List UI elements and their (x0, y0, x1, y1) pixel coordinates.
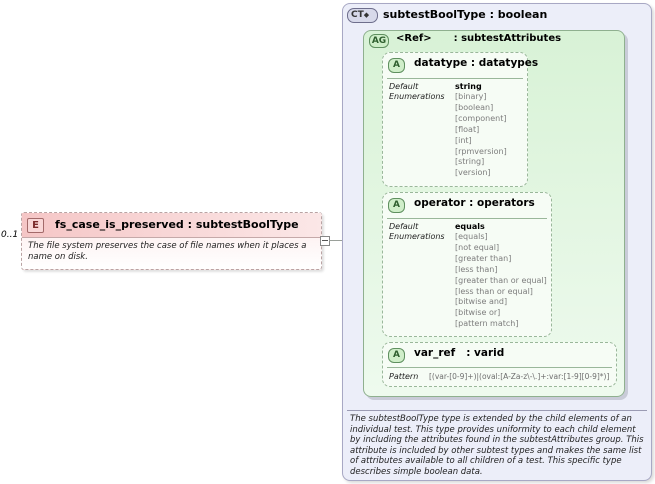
element-header: E fs_case_is_preserved : subtestBoolType (22, 213, 321, 238)
default-label: Default (389, 222, 419, 231)
enum-item: [bitwise or] (455, 308, 501, 318)
attribute-group-name: : subtestAttributes (453, 33, 562, 44)
enum-item: [pattern match] (455, 319, 519, 329)
complex-type-badge: CT◆ (347, 8, 378, 23)
enum-item: [greater than or equal] (455, 275, 547, 285)
attribute-group-badge: AG (369, 34, 389, 48)
enum-item: [rpmversion] (455, 146, 507, 156)
occurrence-label: 0..1 (1, 230, 19, 240)
pattern-value: [(var-[0-9]+)|(oval:[A-Za-z\-\.]+:var:[1… (429, 372, 610, 381)
attribute-badge: A (388, 348, 405, 363)
element-title: fs_case_is_preserved : subtestBoolType (55, 218, 299, 231)
attribute-datatype[interactable]: A datatype : datatypes Default Enumerati… (382, 52, 538, 187)
connector-line (329, 240, 342, 241)
pattern-label: Pattern (389, 372, 419, 381)
divider (347, 410, 647, 411)
collapse-icon[interactable] (320, 236, 330, 246)
enum-item: [less than or equal] (455, 286, 533, 296)
enum-item: [equals] (455, 232, 488, 241)
element-box[interactable]: E fs_case_is_preserved : subtestBoolType… (21, 212, 322, 270)
enum-item: [int] (455, 135, 472, 145)
enumerations-label: Enumerations (389, 92, 445, 101)
enum-item: [string] (455, 157, 485, 167)
complex-type-description: The subtestBoolType type is extended by … (350, 414, 644, 477)
enum-item: [not equal] (455, 242, 500, 252)
attribute-group-title: <Ref> : subtestAttributes (396, 33, 561, 44)
attribute-operator[interactable]: A operator : operators Default Enumerati… (382, 192, 552, 337)
enumeration-list: [equals] [not equal] [greater than] [les… (455, 232, 547, 330)
enum-item: [bitwise and] (455, 297, 508, 307)
element-badge: E (27, 218, 44, 233)
attribute-var-ref[interactable]: A var_ref : varid Pattern [(var-[0-9]+)|… (382, 342, 617, 387)
enum-item: [less than] (455, 264, 498, 274)
divider (387, 218, 547, 219)
divider (387, 367, 612, 368)
default-value: equals (455, 222, 485, 231)
enum-item: [greater than] (455, 253, 512, 263)
enum-item: [float] (455, 124, 480, 134)
default-value: string (455, 82, 482, 91)
enum-item: [binary] (455, 92, 487, 101)
enum-item: [component] (455, 113, 507, 123)
divider (387, 78, 523, 79)
attribute-title: datatype : datatypes (414, 57, 539, 69)
enum-item: [boolean] (455, 102, 494, 112)
default-label: Default (389, 82, 419, 91)
attribute-badge: A (388, 58, 405, 73)
attribute-title: operator : operators (414, 197, 535, 209)
enumeration-list: [binary] [boolean] [component] [float] [… (455, 92, 507, 179)
ref-label: <Ref> (396, 33, 432, 44)
enumerations-label: Enumerations (389, 232, 445, 241)
attribute-title: var_ref : varid (414, 347, 505, 359)
enum-item: [version] (455, 168, 491, 178)
attribute-badge: A (388, 198, 405, 213)
element-description: The file system preserves the case of fi… (28, 241, 307, 262)
complex-type-title: subtestBoolType : boolean (383, 8, 548, 21)
